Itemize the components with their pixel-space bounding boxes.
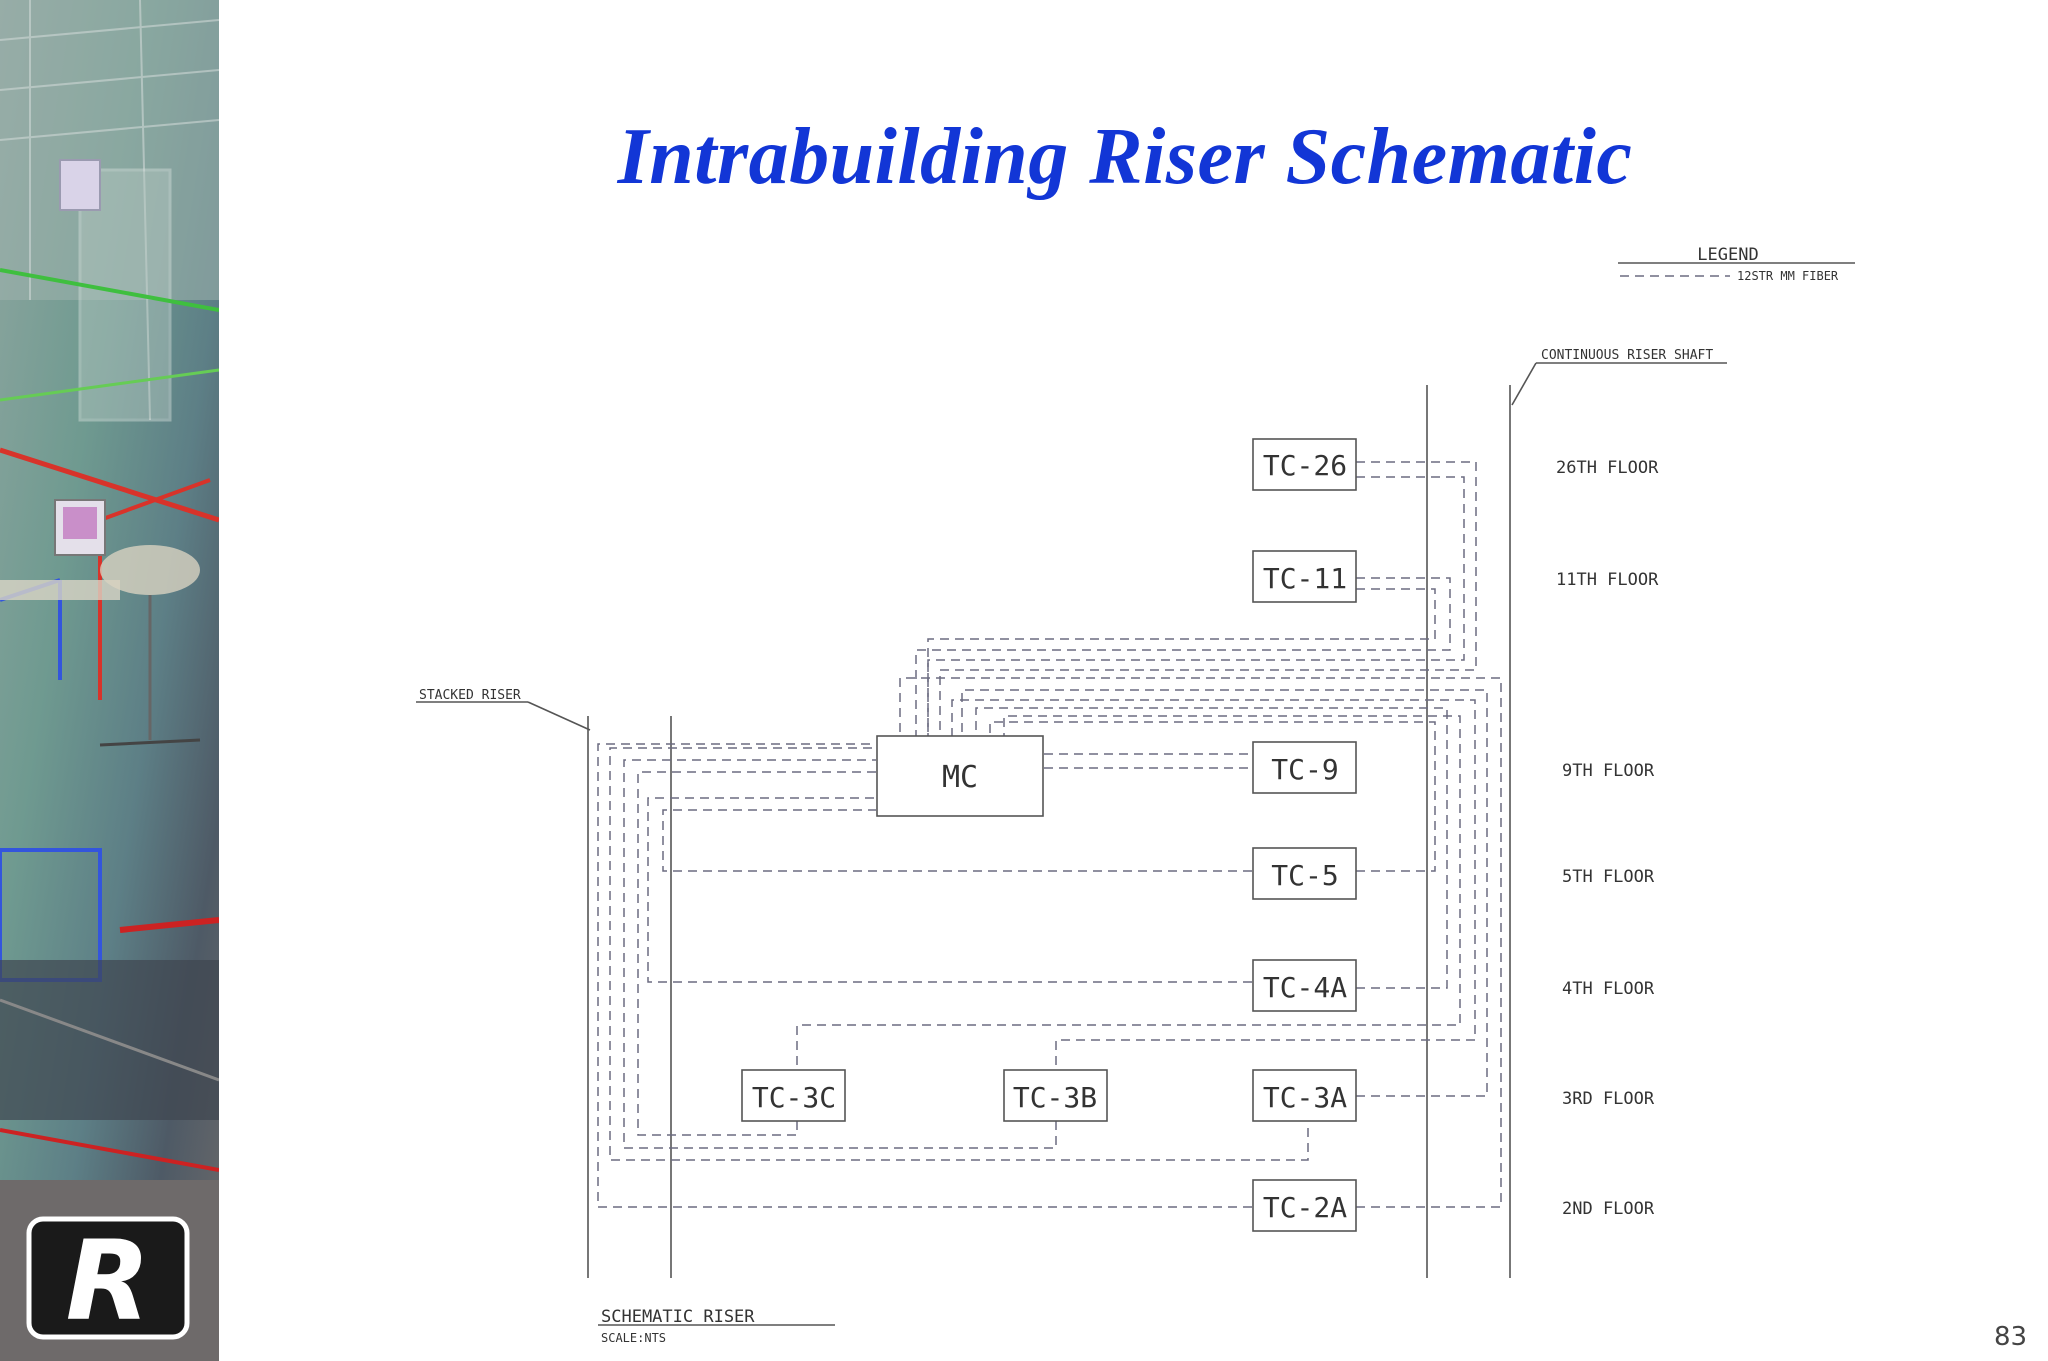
closet-tc4a-box [1252,959,1357,1012]
main-crossconnect-box [876,735,1044,817]
tc26-label: TC-26 [1263,449,1347,482]
closet-tc9-box [1252,741,1357,794]
company-logo: R [26,1216,190,1340]
schematic-riser-title: SCHEMATIC RISER [601,1307,755,1327]
closet-tc3a-box [1252,1069,1357,1122]
slide-title: Intrabuilding Riser Schematic [617,113,1633,201]
floor-label-3: 3RD FLOOR [1562,1089,1655,1109]
tc3b-label: TC-3B [1013,1081,1097,1114]
closet-tc26-box [1252,438,1357,491]
tc3c-label: TC-3C [752,1081,836,1114]
tc2a-label: TC-2A [1263,1191,1347,1224]
tc9-label: TC-9 [1271,753,1338,786]
legend-fiber-label: 12STR MM FIBER [1737,269,1839,283]
closet-tc2a-box [1252,1179,1357,1232]
closet-tc3c-box [741,1069,846,1122]
stacked-riser-label: STACKED RISER [419,688,521,703]
floor-label-26: 26TH FLOOR [1556,458,1659,478]
legend-heading: LEGEND [1697,245,1758,265]
continuous-riser-shaft-label: CONTINUOUS RISER SHAFT [1541,348,1713,363]
closet-tc3b-box [1003,1069,1108,1122]
tc4a-label: TC-4A [1263,971,1347,1004]
tc11-label: TC-11 [1263,562,1347,595]
floor-label-11: 11TH FLOOR [1556,570,1659,590]
svg-text:R: R [66,1217,151,1340]
closet-tc11-box [1252,550,1357,603]
scale-label: SCALE:NTS [601,1331,666,1345]
floor-label-5: 5TH FLOOR [1562,867,1655,887]
tc5-label: TC-5 [1271,859,1338,892]
floor-label-9: 9TH FLOOR [1562,761,1655,781]
floor-label-2: 2ND FLOOR [1562,1199,1655,1219]
tc3a-label: TC-3A [1263,1081,1347,1114]
closet-tc5-box [1252,847,1357,900]
page-number: 83 [1994,1322,2028,1352]
mc-label: MC [942,760,978,795]
floor-label-4: 4TH FLOOR [1562,979,1655,999]
